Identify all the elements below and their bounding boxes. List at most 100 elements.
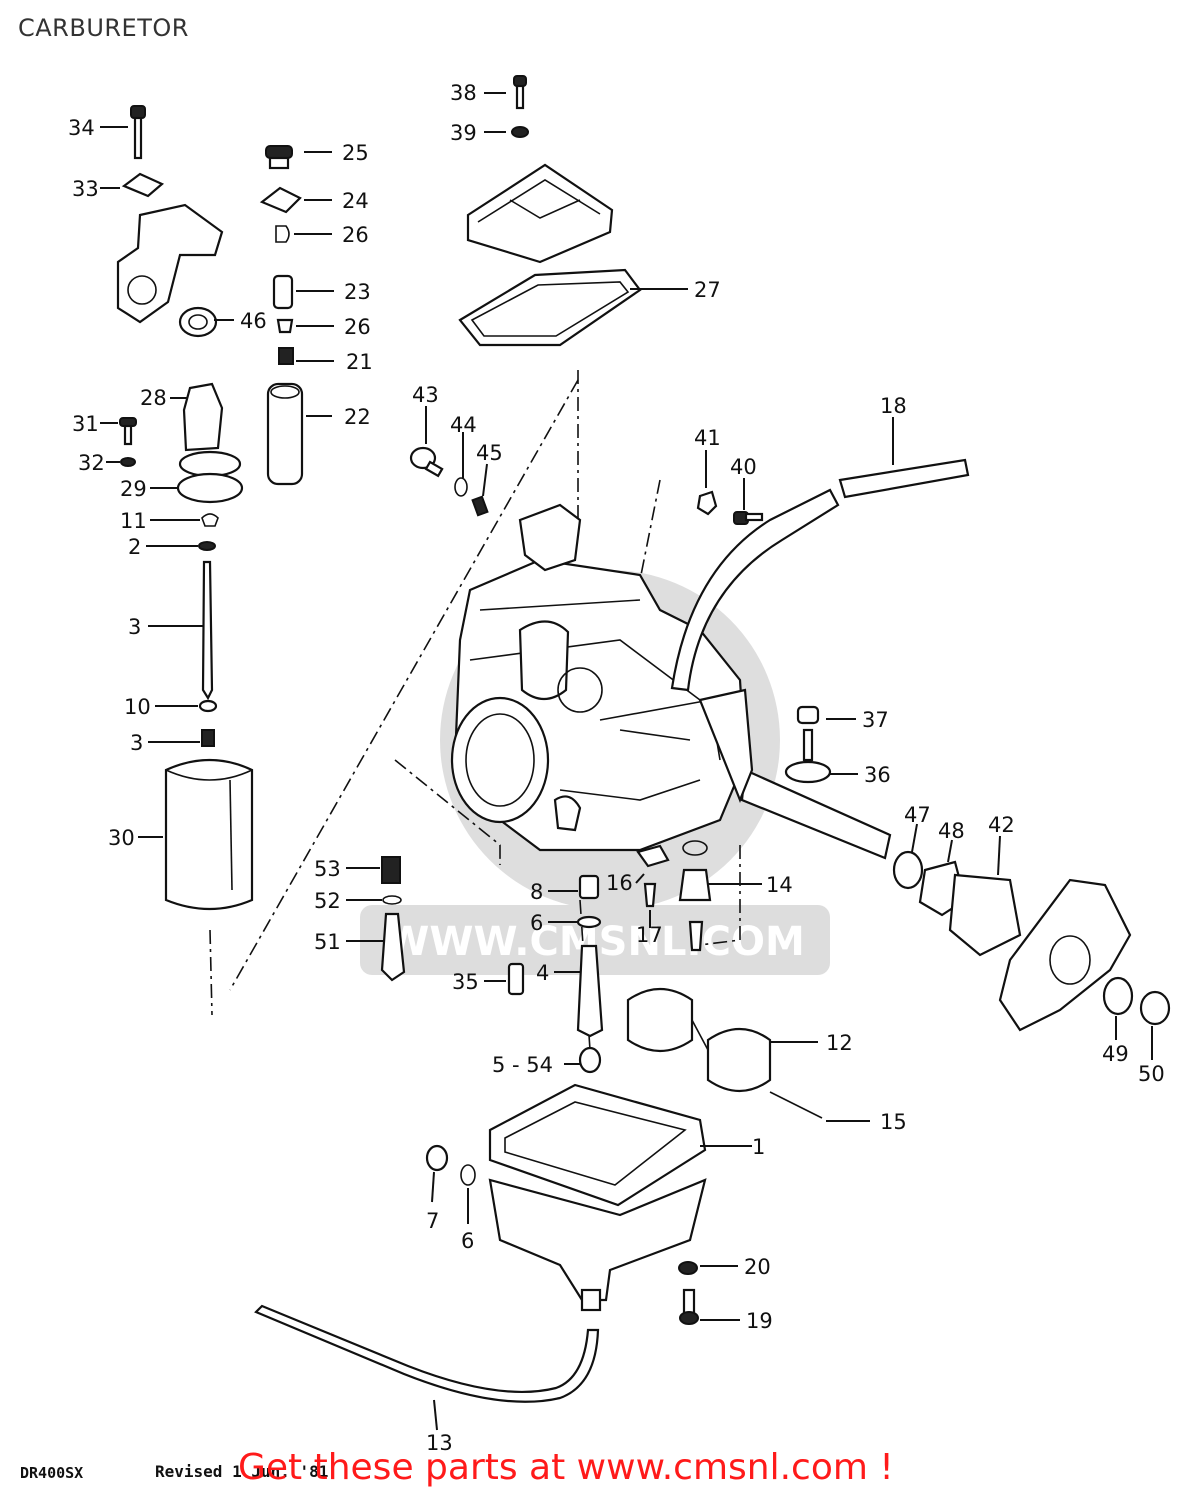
part-44-oring <box>454 477 468 497</box>
callout-26a: 26 <box>342 223 369 247</box>
part-25-cap <box>265 145 293 170</box>
part-22-piston <box>266 382 304 486</box>
callout-3a: 3 <box>128 615 141 639</box>
callout-51: 51 <box>314 930 341 954</box>
part-4-needle-jet <box>576 944 604 1038</box>
callout-48: 48 <box>938 819 965 843</box>
part-38-screw <box>513 75 527 110</box>
part-40-screw <box>733 511 764 525</box>
callout-32: 32 <box>78 451 105 475</box>
callout-10: 10 <box>124 695 151 719</box>
callout-24: 24 <box>342 189 369 213</box>
part-14-needle-valve <box>678 840 712 952</box>
part-37-cap <box>796 705 820 725</box>
part-26-clip-a <box>275 225 290 243</box>
part-3-jet-needle <box>201 560 214 701</box>
part-17-pin <box>643 882 657 908</box>
callout-39: 39 <box>450 121 477 145</box>
part-42-housing <box>948 873 1132 1032</box>
callout-7: 7 <box>426 1209 439 1233</box>
callout-11: 11 <box>120 509 147 533</box>
callout-38: 38 <box>450 81 477 105</box>
part-36-plunger <box>784 728 832 784</box>
callout-19: 19 <box>746 1309 773 1333</box>
callout-42: 42 <box>988 813 1015 837</box>
callout-15: 15 <box>880 1110 907 1134</box>
part-47-oring <box>892 850 924 890</box>
callout-3b: 3 <box>130 731 143 755</box>
part-12-float <box>626 988 772 1092</box>
part-50-cap <box>1139 990 1171 1026</box>
callout-23: 23 <box>344 280 371 304</box>
callout-44: 44 <box>450 413 477 437</box>
part-41-nut <box>696 490 718 516</box>
callout-37: 37 <box>862 708 889 732</box>
callout-22: 22 <box>344 405 371 429</box>
callout-30: 30 <box>108 826 135 850</box>
part-11-clip <box>201 513 219 527</box>
callout-31: 31 <box>72 412 99 436</box>
part-30-filter-cylinder <box>164 758 254 911</box>
part-2-washer <box>198 541 216 551</box>
part-31-screw <box>119 417 137 446</box>
callout-labels: 38 39 34 33 25 24 26 23 26 21 22 46 27 2… <box>68 81 1165 1455</box>
promo-link[interactable]: Get these parts at www.cmsnl.com ! <box>238 1447 894 1488</box>
callout-2: 2 <box>128 535 141 559</box>
callout-35: 35 <box>452 970 479 994</box>
callout-29: 29 <box>120 477 147 501</box>
callout-5-54: 5 - 54 <box>492 1053 553 1077</box>
callout-45: 45 <box>476 441 503 465</box>
callout-8: 8 <box>530 880 543 904</box>
part-27-gasket <box>458 268 642 347</box>
callout-6b: 6 <box>461 1229 474 1253</box>
part-top-cover <box>466 163 614 264</box>
part-34-screw <box>130 105 146 160</box>
callout-43: 43 <box>412 383 439 407</box>
callout-14: 14 <box>766 873 793 897</box>
callout-20: 20 <box>744 1255 771 1279</box>
callout-18: 18 <box>880 394 907 418</box>
part-10-washer <box>198 699 218 713</box>
part-39-washer <box>511 126 529 138</box>
part-33-plate <box>121 172 165 198</box>
part-49-spring <box>1102 976 1134 1016</box>
part-26-clip-b <box>276 318 294 334</box>
callout-40: 40 <box>730 455 757 479</box>
part-52-oring <box>382 895 402 905</box>
callout-47: 47 <box>904 803 931 827</box>
part-35-jet <box>507 962 525 996</box>
callout-52: 52 <box>314 889 341 913</box>
callout-28: 28 <box>140 386 167 410</box>
part-21-spring <box>278 347 294 365</box>
part-29-plate <box>176 450 244 504</box>
callout-4: 4 <box>536 961 549 985</box>
part-1-float-bowl <box>488 1083 707 1312</box>
part-23-sleeve <box>272 274 294 310</box>
callout-25: 25 <box>342 141 369 165</box>
callout-50: 50 <box>1138 1062 1165 1086</box>
part-20-cap <box>678 1261 698 1275</box>
part-51-pilot-screw <box>380 912 406 982</box>
callout-21: 21 <box>346 350 373 374</box>
part-3-spacer <box>201 729 215 747</box>
part-45-spring <box>471 495 489 517</box>
callout-27: 27 <box>694 278 721 302</box>
part-air-vent-pipe <box>698 688 892 860</box>
part-18-fuel-hose <box>670 458 970 692</box>
part-24-plate <box>259 186 302 214</box>
callout-6a: 6 <box>530 911 543 935</box>
callout-46: 46 <box>240 309 267 333</box>
part-7-screw <box>425 1144 449 1172</box>
part-6-oring-b <box>460 1164 476 1186</box>
callout-12: 12 <box>826 1031 853 1055</box>
callout-17: 17 <box>636 923 663 947</box>
callout-13: 13 <box>426 1431 453 1455</box>
page-title: CARBURETOR <box>18 14 189 42</box>
part-8-jet <box>578 874 600 900</box>
footer-revision-date: Revised 1 Jun. '81 <box>155 1462 329 1481</box>
callout-1: 1 <box>752 1135 765 1159</box>
part-46-oring <box>178 306 218 338</box>
footer-model-code: DR400SX <box>20 1464 84 1482</box>
part-19-drain-screw <box>679 1288 699 1325</box>
